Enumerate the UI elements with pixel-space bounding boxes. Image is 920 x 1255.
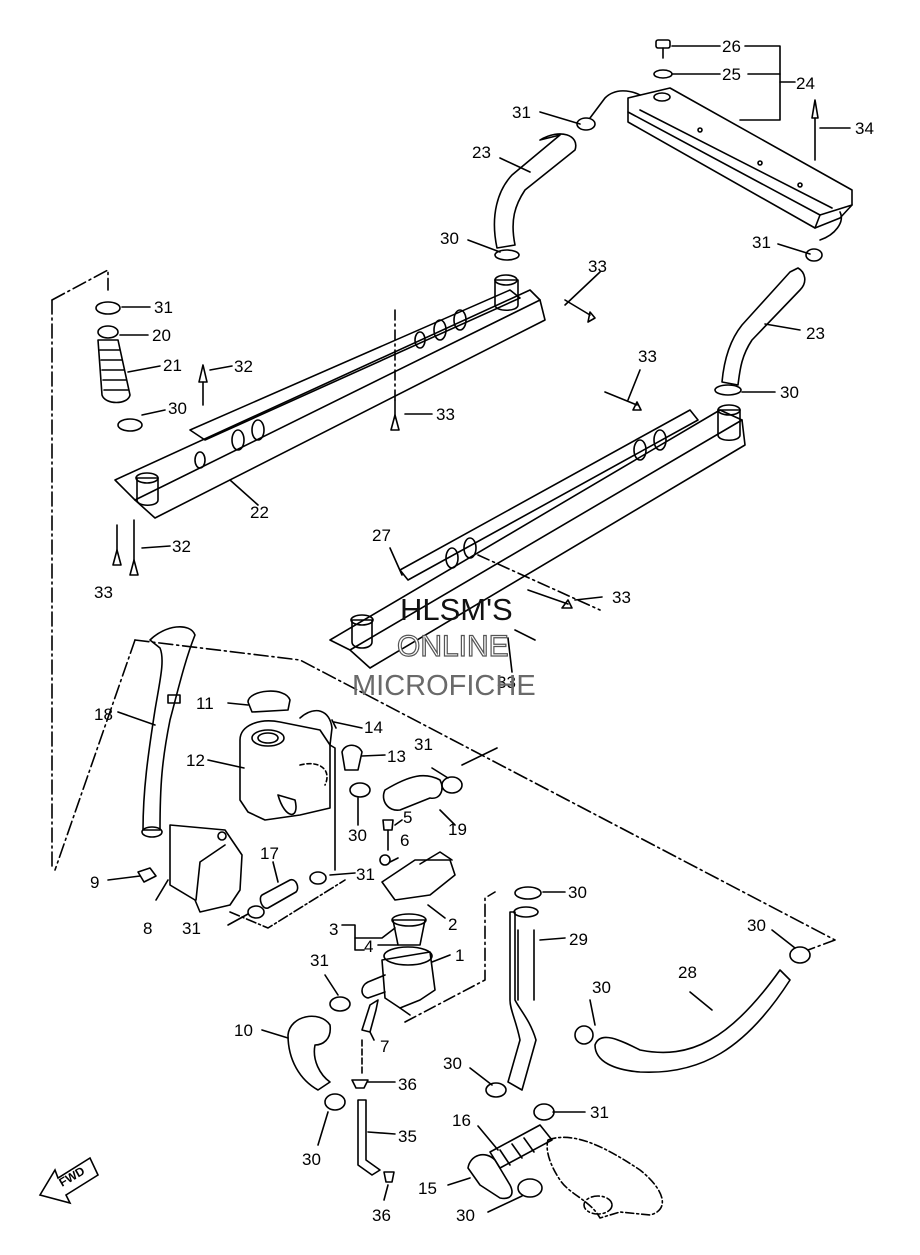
callout-11: 11 [196, 694, 214, 713]
callout-31: 31 [752, 233, 771, 252]
callout-10: 10 [234, 1021, 253, 1040]
washer-part-6 [379, 854, 391, 866]
callout-31: 31 [512, 103, 531, 122]
callout-27: 27 [372, 526, 391, 545]
fwd-arrow-icon: FWD [38, 1156, 100, 1205]
callout-33: 33 [612, 588, 631, 607]
thermostat-part-4 [391, 913, 427, 946]
cover-part-2 [381, 851, 456, 901]
callout-30: 30 [747, 916, 766, 935]
callout-36: 36 [372, 1206, 391, 1225]
bolt-part-26 [655, 39, 671, 59]
callout-31: 31 [414, 735, 433, 754]
callout-31: 31 [356, 865, 375, 884]
callout-13: 13 [387, 747, 406, 766]
callout-14: 14 [364, 718, 383, 737]
callout-29: 29 [569, 930, 588, 949]
callout-23: 23 [806, 324, 825, 343]
callout-20: 20 [152, 326, 171, 345]
callout-labels: 26 25 24 34 31 23 30 31 33 23 30 31 20 2… [90, 37, 874, 1225]
callout-36: 36 [398, 1075, 417, 1094]
callout-21: 21 [163, 356, 182, 375]
hose-part-10 [287, 1015, 332, 1091]
callout-19: 19 [448, 820, 467, 839]
manifold-part-27 [329, 404, 746, 669]
watermark-line-1: HLSM'S [400, 592, 513, 627]
callout-31: 31 [310, 951, 329, 970]
callout-26: 26 [722, 37, 741, 56]
callout-9: 9 [90, 873, 99, 892]
callout-6: 6 [400, 831, 409, 850]
callout-33: 33 [497, 673, 516, 692]
hose-part-15 [467, 1153, 513, 1200]
callout-4: 4 [364, 937, 373, 956]
callout-12: 12 [186, 751, 205, 770]
hose-part-29 [507, 906, 539, 1091]
callout-31: 31 [154, 298, 173, 317]
manifold-part-22 [114, 274, 546, 519]
grommet-part-34 [811, 99, 851, 161]
callout-5: 5 [403, 808, 412, 827]
callout-22: 22 [250, 503, 269, 522]
thermostat-housing-part-1 [361, 946, 436, 1016]
hose-part-23-right [714, 211, 842, 396]
callout-30: 30 [443, 1054, 462, 1073]
callout-7: 7 [380, 1037, 389, 1056]
callout-30: 30 [780, 383, 799, 402]
watermark-line-2: ONLINE [397, 630, 509, 663]
callout-30: 30 [168, 399, 187, 418]
bracket-part-8 [169, 824, 243, 913]
callout-25: 25 [722, 65, 741, 84]
callout-31: 31 [182, 919, 201, 938]
callout-17: 17 [260, 844, 279, 863]
callout-15: 15 [418, 1179, 437, 1198]
watermark: HLSM'S ONLINE MICROFICHE [352, 592, 536, 702]
pump-housing [546, 1136, 664, 1219]
callout-33: 33 [94, 583, 113, 602]
cap-part-11 [247, 690, 291, 713]
callout-1: 1 [455, 946, 464, 965]
callout-2: 2 [448, 915, 457, 934]
washer-part-25 [653, 69, 673, 79]
callout-30: 30 [456, 1206, 475, 1225]
callout-30: 30 [348, 826, 367, 845]
callout-34: 34 [855, 119, 874, 138]
callout-32: 32 [234, 357, 253, 376]
hose-part-18 [141, 626, 196, 838]
callout-8: 8 [143, 919, 152, 938]
callout-30: 30 [568, 883, 587, 902]
hose-part-23-left [493, 90, 641, 249]
callout-31: 31 [590, 1103, 609, 1122]
callout-30: 30 [440, 229, 459, 248]
callout-33: 33 [436, 405, 455, 424]
reservoir-tank-part-12 [239, 720, 336, 871]
callout-33: 33 [588, 257, 607, 276]
callout-32: 32 [172, 537, 191, 556]
hose-part-16 [489, 1124, 553, 1169]
callout-24: 24 [796, 74, 815, 93]
callout-28: 28 [678, 963, 697, 982]
callout-16: 16 [452, 1111, 471, 1130]
hose-part-28 [594, 969, 791, 1074]
callout-33: 33 [638, 347, 657, 366]
watermark-line-3: MICROFICHE [352, 670, 536, 702]
callout-30: 30 [592, 978, 611, 997]
callout-30: 30 [302, 1150, 321, 1169]
callout-3: 3 [329, 920, 338, 939]
callout-18: 18 [94, 705, 113, 724]
exhaust-cover-part-24 [627, 87, 853, 229]
callout-23: 23 [472, 143, 491, 162]
callout-35: 35 [398, 1127, 417, 1146]
